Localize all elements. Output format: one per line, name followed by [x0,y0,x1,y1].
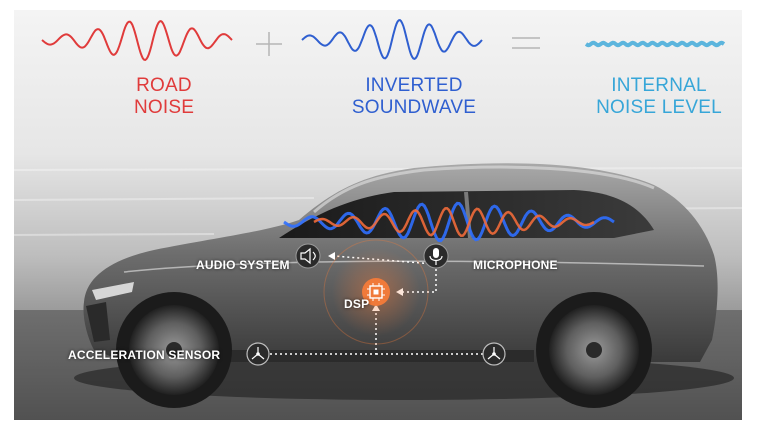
equals-icon [512,37,540,49]
chip-icon [362,278,390,306]
internal-noise-wave [584,40,726,48]
road-noise-label: ROAD NOISE [133,75,195,118]
rear-wheel [536,292,652,408]
internal-noise-level-label: INTERNAL NOISE LEVEL [596,75,722,118]
sensor-icon [246,342,270,366]
inverted-soundwave-label: INVERTED SOUNDWAVE [351,75,477,118]
diagram-frame: ROAD NOISE INVERTED SOUNDWAVE INTERNAL N… [14,10,742,420]
microphone-icon [423,243,449,269]
audio-system-label: AUDIO SYSTEM [196,258,290,272]
dsp-label: DSP [344,297,370,311]
car-diagram-illustration [14,10,742,420]
road-noise-wave [41,20,233,61]
cabin-soundwaves [283,201,615,243]
microphone-label: MICROPHONE [473,258,558,272]
speaker-icon [295,243,321,269]
inverted-soundwave-wave [301,19,483,61]
plus-icon [256,32,282,56]
front-wheel [116,292,232,408]
sensor-icon [482,342,506,366]
acceleration-sensor-label: ACCELERATION SENSOR [68,348,221,362]
